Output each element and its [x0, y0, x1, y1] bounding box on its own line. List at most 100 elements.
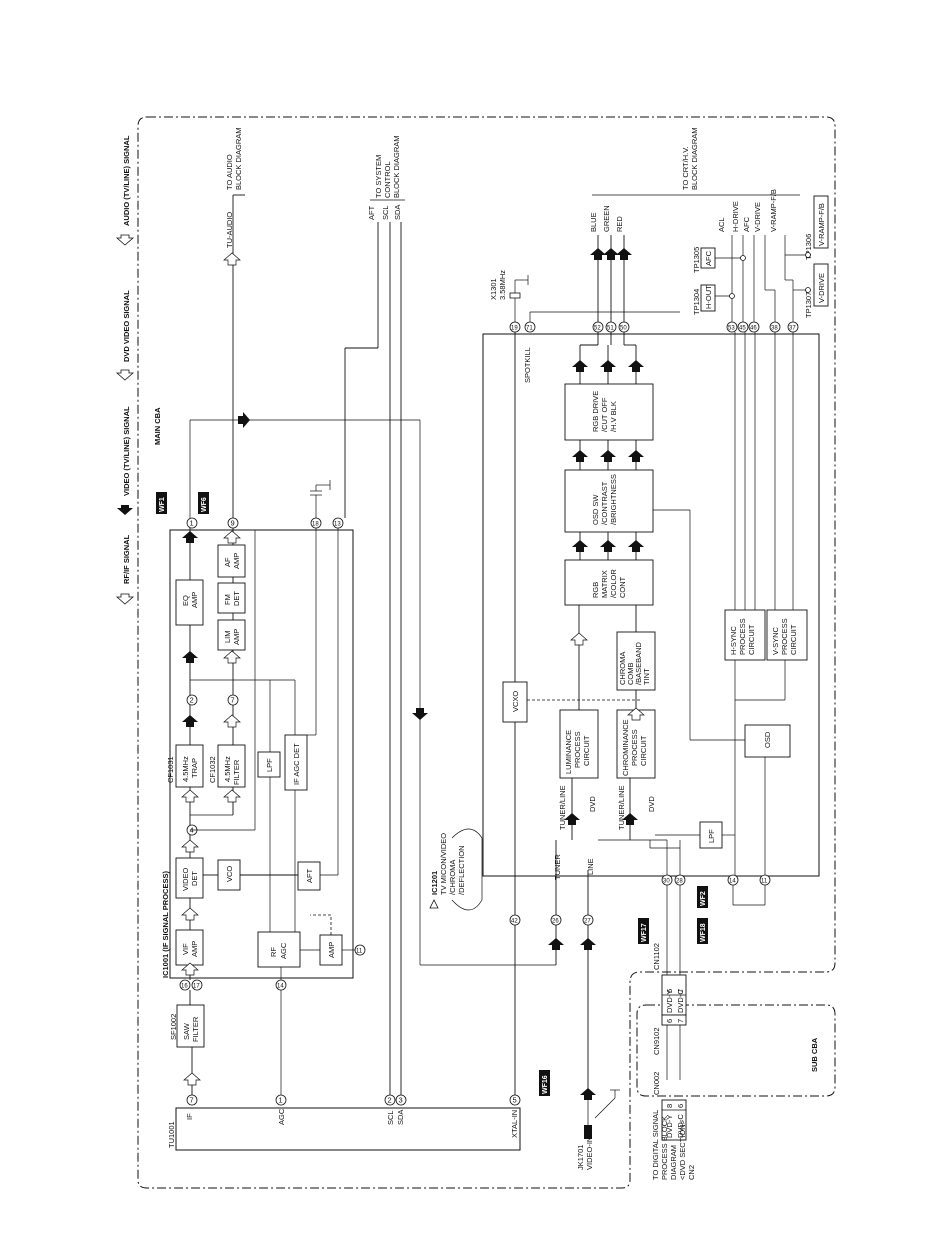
svg-text:37: 37: [789, 326, 796, 332]
wf17-tag: WF17: [638, 918, 649, 944]
wf16-tag: WF16: [539, 1070, 550, 1096]
video-legend-icon: [117, 505, 133, 515]
svg-text:6: 6: [665, 1019, 674, 1023]
svg-text:53: 53: [728, 326, 735, 332]
jack-ref: JK1701: [576, 1145, 585, 1170]
to-crt-label-1: TO CRT/H.V.: [681, 146, 690, 190]
svg-text:WF6: WF6: [201, 497, 208, 512]
wf18-tag: WF18: [697, 918, 708, 944]
tuner-pins: 7 1 2 3 5: [186, 1094, 521, 1106]
cf1031-block: [175, 744, 204, 788]
svg-text:TP1304: TP1304: [692, 289, 701, 315]
svg-text:/COLOR: /COLOR: [609, 569, 618, 598]
svg-text:CIRCUIT: CIRCUIT: [582, 735, 591, 766]
switch-tunerline-2: TUNER/LINE: [617, 785, 626, 830]
eq-amp-block: [175, 579, 204, 626]
svg-text:CIRCUIT: CIRCUIT: [789, 624, 798, 655]
rgb-drive-block: [564, 383, 654, 441]
svg-text:14: 14: [729, 879, 736, 885]
ic1001-title: IC1001 (IF SIGNAL PROCESS): [161, 871, 170, 978]
svg-text:CN9102: CN9102: [652, 1027, 661, 1055]
svg-text:3: 3: [399, 1096, 403, 1105]
af-amp-block: [217, 544, 246, 578]
ic1201-ref: IC1201: [430, 871, 439, 895]
svg-text:6: 6: [665, 989, 674, 993]
legend-audio: AUDIO (TV/LINE) SIGNAL: [122, 135, 131, 226]
svg-text:CHROMA: CHROMA: [618, 652, 627, 685]
svg-text:11: 11: [761, 879, 768, 885]
svg-text:VCO: VCO: [225, 866, 234, 882]
lpf-ic1001-block: [257, 751, 281, 778]
svg-text:PROCESS: PROCESS: [630, 729, 639, 766]
svg-text:18: 18: [312, 522, 319, 528]
svg-text:30: 30: [663, 879, 670, 885]
cf1031-ref: CF1031: [166, 756, 175, 783]
svg-text:/CHROMA: /CHROMA: [448, 860, 457, 895]
to-digital-label: TO DIGITAL SIGNAL PROCESS BLOCK DIAGRAM …: [651, 1110, 696, 1180]
saw-ref: SF1002: [169, 1014, 178, 1040]
jack-label: VIDEO-IN: [585, 1137, 594, 1170]
tuner-pin-sda: SDA: [396, 1110, 405, 1125]
svg-text:9: 9: [231, 519, 235, 528]
svg-text:MATRIX: MATRIX: [600, 570, 609, 598]
svg-text:DVD-C: DVD-C: [676, 1114, 685, 1138]
svg-text:19: 19: [511, 326, 518, 332]
svg-text:TP1306: TP1306: [804, 234, 813, 260]
svg-text:RGB DRIVE: RGB DRIVE: [591, 391, 600, 432]
tp1304: TP1304 H-OUT: [692, 284, 735, 315]
to-system-label-2: CONTROL: [383, 161, 392, 198]
svg-text:46: 46: [750, 326, 757, 332]
wf1-tag: WF1: [156, 492, 167, 514]
audio-legend-icon: [115, 234, 135, 246]
svg-text:TRAP: TRAP: [190, 758, 199, 778]
crystal-icon: [509, 292, 521, 299]
svg-text:SAW: SAW: [182, 1022, 191, 1040]
svg-text:7: 7: [676, 1019, 685, 1023]
legend: RF/IF SIGNAL VIDEO (TV/LINE) SIGNAL DVD …: [115, 135, 135, 605]
svg-text:8: 8: [665, 1104, 674, 1108]
svg-text:WF16: WF16: [542, 1075, 549, 1094]
main-cba-outline: [137, 116, 836, 1189]
tp1306: TP1306 V-RAMP-F/B: [785, 195, 829, 260]
svg-text:/BASEBAND: /BASEBAND: [634, 641, 643, 685]
crystal-ref: X1301: [489, 278, 498, 300]
svg-text:CHROMINANCE: CHROMINANCE: [621, 719, 630, 776]
svg-text:DET: DET: [232, 591, 241, 606]
switch-dvd-1: DVD: [588, 796, 597, 812]
svg-text:5: 5: [513, 1096, 517, 1105]
svg-text:FILTER: FILTER: [191, 1016, 200, 1042]
svg-text:1: 1: [190, 519, 194, 528]
svg-text:SDA: SDA: [393, 205, 402, 220]
svg-text:AFC: AFC: [704, 250, 713, 266]
svg-text:6: 6: [676, 1104, 685, 1108]
tp1307: TP1307 V-DRIVE: [793, 263, 829, 318]
svg-text:TP1305: TP1305: [692, 247, 701, 273]
lim-amp-block: [217, 619, 246, 651]
osd-sw-block: [564, 469, 654, 533]
svg-text:AMP: AMP: [190, 592, 199, 608]
svg-text:DVD-Y: DVD-Y: [665, 990, 674, 1013]
ic1201-warning-icon: [429, 899, 439, 909]
svg-text:V-DRIVE: V-DRIVE: [753, 202, 762, 232]
ic1001-arrows: [181, 530, 241, 976]
svg-text:ACL: ACL: [717, 217, 726, 232]
cf1032-block: [217, 744, 246, 788]
if-agc-det-block: [284, 734, 308, 791]
svg-text:11: 11: [356, 949, 363, 955]
to-audio-label-2: BLOCK DIAGRAM: [234, 127, 243, 190]
crystal-freq: 3.58MHz: [498, 270, 507, 300]
svg-text:TO DIGITAL SIGNAL: TO DIGITAL SIGNAL: [651, 1110, 660, 1180]
svg-text:2: 2: [388, 1096, 392, 1105]
rgb-matrix-block: [564, 559, 654, 606]
svg-text:28: 28: [676, 879, 683, 885]
svg-text:/BRIGHTNESS: /BRIGHTNESS: [609, 474, 618, 525]
saw-filter-block: [176, 1004, 205, 1048]
svg-text:H-SYNC: H-SYNC: [729, 626, 738, 655]
svg-text:<DVD SECTION>: <DVD SECTION>: [678, 1119, 687, 1180]
svg-text:2: 2: [190, 696, 194, 705]
svg-text:OSD: OSD: [763, 731, 772, 748]
jack-icon: [584, 1125, 592, 1139]
svg-text:WF17: WF17: [641, 923, 648, 942]
svg-text:52: 52: [594, 326, 601, 332]
